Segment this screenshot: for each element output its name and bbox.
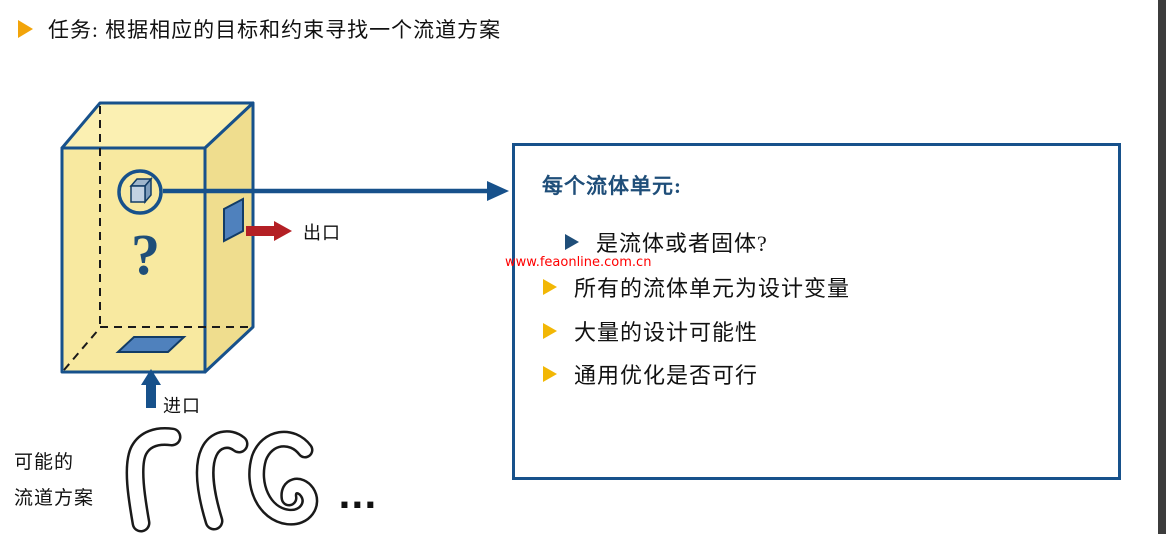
- ellipsis-text: ...: [338, 477, 377, 517]
- fluid-element-marker: [117, 169, 163, 215]
- possible-label-line2: 流道方案: [14, 488, 95, 509]
- outlet-port: [223, 197, 244, 243]
- inlet-label: 进口: [163, 396, 201, 416]
- hidden-edges: [63, 106, 251, 371]
- title-bullet-triangle-icon: [18, 20, 33, 38]
- bullet-triangle-icon: [565, 234, 579, 250]
- possible-label-line1: 可能的: [14, 452, 75, 473]
- element-pointer-arrow: [163, 181, 509, 201]
- panel-item-label: 所有的流体单元为设计变量: [574, 276, 851, 301]
- question-mark: ?: [131, 222, 160, 287]
- panel-item-label: 通用优化是否可行: [574, 363, 759, 388]
- design-domain-box: [60, 101, 255, 374]
- channel-shape-1: [125, 427, 182, 533]
- inlet-port: [115, 336, 187, 353]
- slide-title: 任务: 根据相应的目标和约束寻找一个流道方案: [48, 18, 502, 42]
- panel-heading: 每个流体单元:: [542, 174, 682, 198]
- inlet-arrow-icon: [141, 369, 161, 408]
- panel-item-label: 大量的设计可能性: [574, 320, 759, 345]
- bullet-triangle-icon: [543, 323, 557, 339]
- panel-item-label: 是流体或者固体?: [596, 231, 768, 256]
- fluid-element-cube-icon: [129, 176, 153, 205]
- watermark-text: www.feaonline.com.cn: [505, 255, 652, 270]
- panel-item-fluid-or-solid: 是流体或者固体?: [565, 226, 768, 258]
- panel-item-design-variables: 所有的流体单元为设计变量: [543, 271, 850, 303]
- outlet-label: 出口: [303, 223, 341, 243]
- slide-title-row: 任务: 根据相应的目标和约束寻找一个流道方案: [18, 14, 501, 44]
- panel-item-design-possibilities: 大量的设计可能性: [543, 315, 758, 347]
- channel-shape-2: [195, 430, 249, 531]
- bullet-triangle-icon: [543, 279, 557, 295]
- fluid-element-panel: 每个流体单元: 是流体或者固体? 所有的流体单元为设计变量 大量的设计可能性 通…: [512, 143, 1121, 480]
- outlet-arrow-icon: [246, 221, 292, 241]
- right-edge-strip: [1158, 0, 1166, 534]
- channel-shape-3: [248, 430, 319, 526]
- bullet-triangle-icon: [543, 366, 557, 382]
- panel-item-general-optimization: 通用优化是否可行: [543, 358, 758, 390]
